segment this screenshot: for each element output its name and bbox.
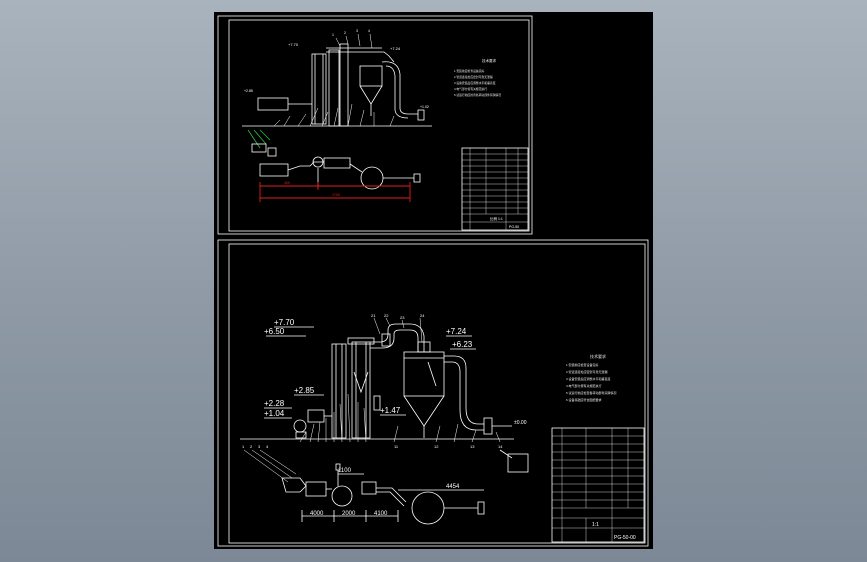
part-no-4: 4 [266, 444, 269, 449]
top-scale-text: 比例 1:1 [490, 216, 503, 221]
bottom-dimensions: 1100 4454 4000 2000 4100 [301, 468, 484, 522]
part-no-12: 12 [434, 444, 439, 449]
bottom-technical-notes: 技术要求 1.安装前应检查设备完好 2.管道连接处应密封可靠无泄漏 3.设备安装… [566, 353, 617, 402]
top-feed-unit [247, 129, 277, 157]
top-notes-title: 技术要求 [482, 58, 496, 63]
svg-text:+7.24: +7.24 [390, 46, 401, 51]
elev-623: +6.23 [452, 340, 473, 349]
top-technical-notes: 技术要求 1.安装前应检查设备完好 2.管道连接处应密封可靠无泄漏 3.设备安装… [454, 58, 501, 97]
part-no-22: 22 [384, 313, 389, 318]
bottom-control-box [507, 453, 529, 473]
bottom-leader-lines [299, 317, 501, 443]
bottom-cyclone [403, 341, 445, 438]
svg-text:+2.85: +2.85 [244, 89, 253, 93]
top-dim-red-1: 400 [284, 181, 290, 185]
svg-text:1: 1 [332, 33, 334, 37]
bottom-title-block: 1:1 PG-50-00 [551, 427, 645, 543]
part-no-14: 14 [498, 444, 503, 449]
dim-2000: 2000 [342, 511, 356, 517]
elev-104: +1.04 [264, 409, 285, 418]
dim-4454: 4454 [446, 484, 460, 490]
svg-text:4: 4 [368, 29, 370, 33]
elev-724: +7.24 [446, 327, 467, 336]
svg-text:2: 2 [344, 31, 346, 35]
dim-1100: 1100 [338, 468, 352, 474]
elev-147: +1.47 [380, 406, 401, 415]
top-drying-tower [311, 43, 349, 127]
part-no-13: 13 [470, 444, 475, 449]
elev-228: +2.28 [264, 399, 285, 408]
bottom-drying-tower [331, 337, 375, 439]
bottom-note-4: 4.电气部分按有关规范执行 [566, 383, 602, 388]
part-no-2: 2 [250, 444, 253, 449]
svg-text:+7.70: +7.70 [288, 42, 299, 47]
part-no-11: 11 [394, 444, 399, 449]
drawing-canvas: 1 2 3 4 +7.70 +7.24 +2.85 +1.02 [214, 12, 653, 549]
top-note-2: 2.管道连接处应密封可靠无泄漏 [454, 75, 493, 79]
bottom-blower [293, 409, 332, 439]
part-no-1: 1 [242, 444, 245, 449]
part-no-3: 3 [258, 444, 261, 449]
part-no-21: 21 [371, 313, 376, 318]
top-cyclone [359, 65, 383, 116]
top-title-block: 比例 1:1 PG-50 [461, 147, 529, 231]
bottom-drawing-number: PG-50-00 [614, 535, 636, 541]
bottom-note-5: 5.试运行前应检查各转动部件润滑情况 [566, 390, 617, 395]
svg-text:+1.02: +1.02 [420, 105, 429, 109]
elev-650: +6.50 [264, 327, 285, 336]
elev-285: +2.85 [294, 386, 315, 395]
elev-770: +7.70 [274, 318, 295, 327]
dim-4000: 4000 [310, 511, 324, 517]
bottom-note-6: 6.设备基础应符合图纸要求 [566, 397, 602, 402]
bottom-return-duct [444, 355, 512, 435]
bottom-notes-title: 技术要求 [590, 353, 606, 359]
top-drawing-number: PG-50 [509, 225, 519, 229]
bottom-scale-text: 1:1 [592, 522, 599, 528]
part-no-24: 24 [420, 313, 425, 318]
bottom-main-duct [370, 323, 425, 352]
top-note-3: 3.设备安装后应调整水平和垂直度 [454, 81, 496, 85]
bottom-note-1: 1.安装前应检查设备完好 [566, 362, 599, 367]
bottom-note-3: 3.设备安装后应调整水平和垂直度 [566, 376, 611, 381]
svg-text:3: 3 [356, 29, 358, 33]
dim-4100: 4100 [374, 511, 388, 517]
top-note-1: 1.安装前应检查设备完好 [454, 69, 485, 73]
top-plan-view [259, 156, 421, 190]
top-dim-red-2: 1700 [332, 193, 340, 197]
part-no-23: 23 [400, 315, 405, 320]
top-note-5: 5.试运行前应检查各转动部件润滑情况 [454, 93, 501, 97]
elev-000: ±0.00 [514, 420, 527, 426]
top-drawing-sheet: 1 2 3 4 +7.70 +7.24 +2.85 +1.02 [217, 15, 533, 235]
bottom-plan-view [281, 463, 485, 525]
top-red-dimensions: 400 1700 [259, 181, 411, 202]
bottom-drawing-sheet: +7.70 +6.50 +7.24 +6.23 +2.85 +2.28 +1.0… [217, 239, 649, 547]
top-note-4: 4.电气部分按有关规范执行 [454, 87, 487, 91]
bottom-note-2: 2.管道连接处应密封可靠无泄漏 [566, 369, 608, 374]
